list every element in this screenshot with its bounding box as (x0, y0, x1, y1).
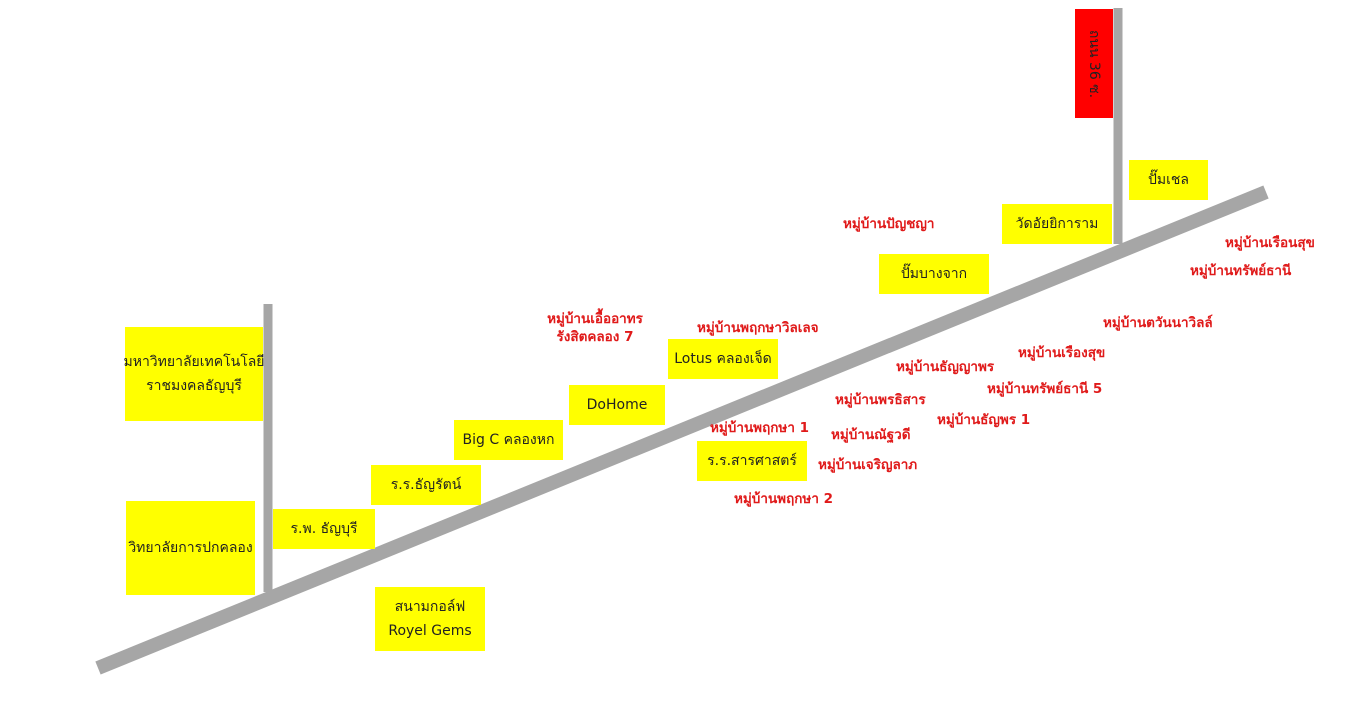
village-label-line: หมู่บ้านเรือนสุข (1225, 235, 1315, 251)
village-label-pornthisan: หมู่บ้านพรธิสาร (835, 391, 926, 409)
village-label-line: หมู่บ้านณัฐวดี (831, 427, 911, 443)
village-label-line: หมู่บ้านพฤกษา 1 (710, 420, 809, 436)
village-label-line: หมู่บ้านทรัพย์ธานี (1190, 263, 1292, 279)
village-label-line: หมู่บ้านธัญญาพร (896, 359, 995, 375)
landmark-rmutt[interactable]: มหาวิทยาลัยเทคโนโลยี ราชมงคลธัญบุรี (123, 327, 265, 421)
village-label-nathadee: หมู่บ้านณัฐวดี (831, 426, 911, 444)
village-label-line: หมู่บ้านพรธิสาร (835, 392, 926, 408)
village-label-line: หมู่บ้านเจริญลาภ (818, 457, 918, 473)
village-label-line: รังสิตคลอง 7 (556, 329, 634, 345)
landmark-thanyaburi-hospital[interactable]: ร.พ. ธัญบุรี (273, 509, 375, 549)
village-label-pruksa-2: หมู่บ้านพฤกษา 2 (734, 490, 833, 508)
landmark-dohome[interactable]: DoHome (569, 385, 665, 425)
village-label-line: หมู่บ้านธัญพร 1 (937, 412, 1031, 428)
village-label-line: หมู่บ้านพฤกษาวิลเลจ (697, 320, 819, 336)
landmark-label: Royel Gems (388, 623, 472, 639)
landmark-label: มหาวิทยาลัยเทคโนโลยี (123, 354, 265, 370)
village-label-pruksa-village: หมู่บ้านพฤกษาวิลเลจ (697, 319, 819, 337)
village-label-line: หมู่บ้านเอื้ออาทร (547, 311, 643, 327)
landmark-bigc[interactable]: Big C คลองหก (454, 420, 563, 460)
landmark-label: ปั๊มบางจาก (900, 266, 968, 282)
village-label-sap-thani: หมู่บ้านทรัพย์ธานี (1190, 262, 1291, 280)
landmark-sarasas-school[interactable]: ร.ร.สารศาสตร์ (697, 441, 807, 481)
landmark-shell-pump[interactable]: ปั๊มเชล (1129, 160, 1208, 200)
village-label-line: หมู่บ้านปัญชญา (843, 216, 935, 232)
village-label-line: หมู่บ้านพฤกษา 2 (734, 491, 833, 507)
landmark-label: สนามกอล์ฟ (394, 599, 466, 615)
landmark-wat-aiyikaram[interactable]: วัดอัยยิการาม (1002, 204, 1112, 244)
landmark-label: วัดอัยยิการาม (1015, 216, 1099, 232)
village-label-charoen-lap: หมู่บ้านเจริญลาภ (818, 456, 917, 474)
main-road (95, 185, 1269, 675)
landmark-golf[interactable]: สนามกอล์ฟ Royel Gems (375, 587, 485, 651)
road-sign-label: ถนน 36 ซ. (1086, 29, 1103, 98)
village-label-tawanna: หมู่บ้านตวันนาวิลล์ (1103, 314, 1213, 332)
landmark-label: ราชมงคลธัญบุรี (146, 378, 242, 394)
village-label-thanyaporn: หมู่บ้านธัญญาพร (896, 358, 994, 376)
village-label-sap-thani-5: หมู่บ้านทรัพย์ธานี 5 (987, 380, 1102, 398)
village-label-line: หมู่บ้านเรืองสุข (1018, 345, 1106, 361)
village-label-ua-athorn: หมู่บ้านเอื้ออาทร รังสิตคลอง 7 (536, 310, 654, 346)
village-label-pruksa-1: หมู่บ้านพฤกษา 1 (710, 419, 809, 437)
landmark-label: วิทยาลัยการปกคลอง (128, 540, 253, 556)
landmark-label: DoHome (586, 397, 648, 413)
landmark-thanyarat-school[interactable]: ร.ร.ธัญรัตน์ (371, 465, 481, 505)
landmark-label: Lotus คลองเจ็ด (674, 351, 772, 367)
village-label-line: หมู่บ้านตวันนาวิลล์ (1103, 315, 1213, 331)
village-label-line: หมู่บ้านทรัพย์ธานี 5 (987, 381, 1103, 397)
landmark-bang-chak-pump[interactable]: ปั๊มบางจาก (879, 254, 989, 294)
village-label-thanyaporn-1: หมู่บ้านธัญพร 1 (937, 411, 1030, 429)
landmark-pathumthani-college[interactable]: วิทยาลัยการปกคลอง (126, 501, 255, 595)
landmark-label: ร.พ. ธัญบุรี (290, 521, 358, 537)
landmark-lotus[interactable]: Lotus คลองเจ็ด (668, 339, 778, 379)
landmark-label: ร.ร.ธัญรัตน์ (390, 477, 462, 493)
landmark-label: Big C คลองหก (462, 432, 555, 448)
road-sign: ถนน 36 ซ. (1075, 9, 1113, 118)
village-label-punyaya: หมู่บ้านปัญชญา (843, 215, 935, 233)
landmark-label: ปั๊มเชล (1148, 172, 1189, 188)
village-label-rueang-suk: หมู่บ้านเรืองสุข (1018, 344, 1105, 362)
village-label-ruean-suk: หมู่บ้านเรือนสุข (1225, 234, 1315, 252)
landmark-label: ร.ร.สารศาสตร์ (707, 453, 797, 469)
